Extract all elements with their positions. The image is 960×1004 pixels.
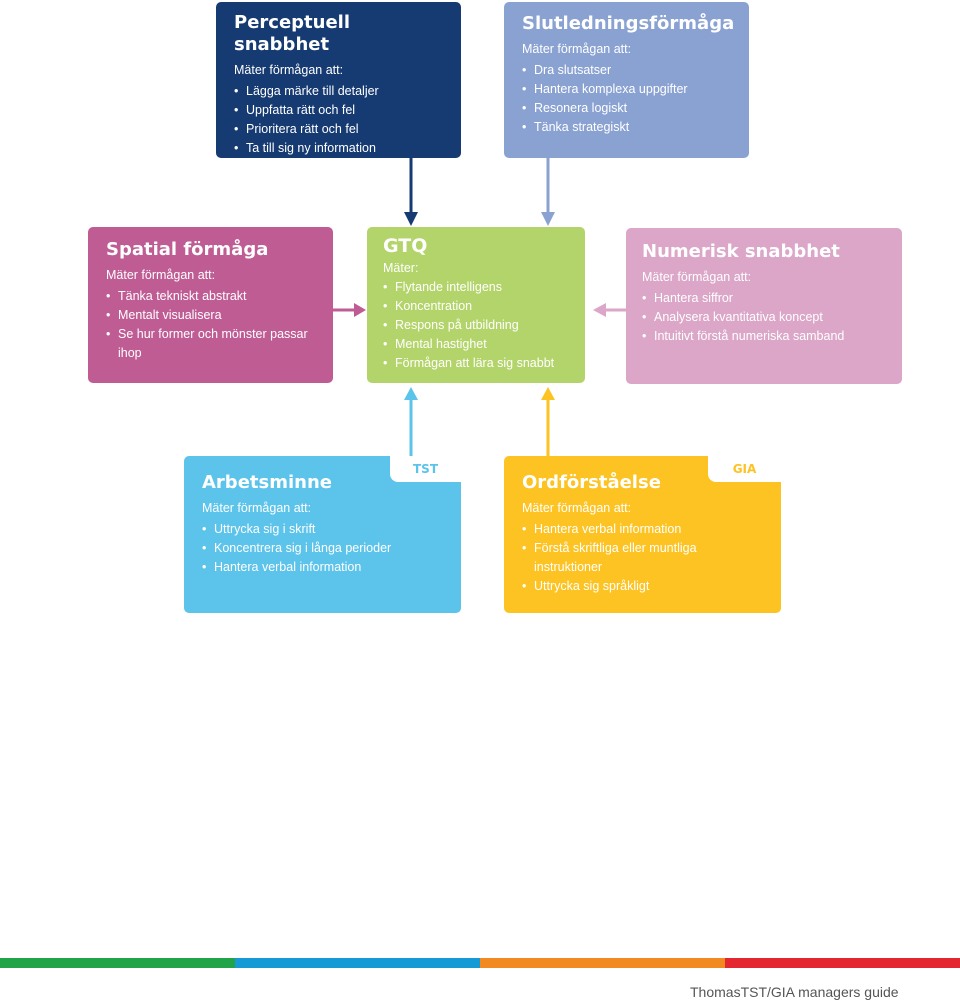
- list-item: Hantera siffror: [642, 289, 886, 308]
- box-list: Lägga märke till detaljerUppfatta rätt o…: [234, 82, 443, 158]
- list-item: Förstå skriftliga eller muntliga instruk…: [522, 539, 722, 577]
- box-subtitle: Mäter förmågan att:: [522, 501, 632, 515]
- box-subtitle: Mäter förmågan att:: [522, 42, 632, 56]
- box-title: Numerisk snabbhet: [642, 241, 840, 262]
- list-item: Hantera verbal information: [522, 520, 722, 539]
- list-item: Se hur former och mönster passar ihop: [106, 325, 315, 363]
- box-title: Spatial förmåga: [106, 239, 269, 260]
- footer-bar-orange: [480, 958, 725, 968]
- box-list: Hantera verbal informationFörstå skriftl…: [522, 520, 722, 596]
- tag-gia: GIA: [708, 456, 781, 482]
- footer-bar-red: [725, 958, 960, 968]
- list-item: Hantera komplexa uppgifter: [522, 80, 731, 99]
- list-item: Förmågan att lära sig snabbt: [383, 354, 569, 373]
- footer-title: ThomasTST/GIA managers guide: [690, 984, 899, 1000]
- list-item: Hantera verbal information: [202, 558, 443, 577]
- list-item: Prioritera rätt och fel: [234, 120, 443, 139]
- box-gtq: GTQ Mäter: Flytande intelligensKoncentra…: [367, 227, 585, 383]
- box-list: Tänka tekniskt abstraktMentalt visualise…: [106, 287, 315, 363]
- box-title: GTQ: [383, 235, 428, 257]
- box-list: Hantera siffrorAnalysera kvantitativa ko…: [642, 289, 886, 346]
- box-subtitle: Mäter förmågan att:: [234, 63, 344, 77]
- arrowhead-spatial: [354, 303, 366, 317]
- box-subtitle: Mäter:: [383, 261, 419, 275]
- box-subtitle: Mäter förmågan att:: [642, 270, 752, 284]
- box-slutledningsformaga: Slutledningsförmåga Mäter förmågan att: …: [504, 2, 749, 158]
- box-spatial-formaga: Spatial förmåga Mäter förmågan att: Tänk…: [88, 227, 333, 383]
- footer-bar-blue: [235, 958, 480, 968]
- list-item: Respons på utbildning: [383, 316, 569, 335]
- list-item: Uttrycka sig språkligt: [522, 577, 722, 596]
- list-item: Tänka strategiskt: [522, 118, 731, 137]
- box-list: Dra slutsatserHantera komplexa uppgifter…: [522, 61, 731, 137]
- arrowhead-arbetsminne: [404, 387, 418, 400]
- list-item: Ta till sig ny information: [234, 139, 443, 158]
- box-title: Slutledningsförmåga: [522, 13, 735, 34]
- list-item: Mental hastighet: [383, 335, 569, 354]
- list-item: Uppfatta rätt och fel: [234, 101, 443, 120]
- list-item: Uttrycka sig i skrift: [202, 520, 443, 539]
- arrowhead-ordforstaelse: [541, 387, 555, 400]
- box-title: Arbetsminne: [202, 472, 332, 493]
- box-ordforstaelse: GIA Ordförståelse Mäter förmågan att: Ha…: [504, 456, 781, 613]
- list-item: Lägga märke till detaljer: [234, 82, 443, 101]
- list-item: Dra slutsatser: [522, 61, 731, 80]
- list-item: Intuitivt förstå numeriska samband: [642, 327, 886, 346]
- box-numerisk-snabbhet: Numerisk snabbhet Mäter förmågan att: Ha…: [626, 228, 902, 384]
- list-item: Tänka tekniskt abstrakt: [106, 287, 315, 306]
- box-list: Uttrycka sig i skriftKoncentrera sig i l…: [202, 520, 443, 577]
- list-item: Mentalt visualisera: [106, 306, 315, 325]
- box-perceptuell-snabbhet: Perceptuell snabbhet Mäter förmågan att:…: [216, 2, 461, 158]
- tag-tst: TST: [390, 456, 461, 482]
- list-item: Flytande intelligens: [383, 278, 569, 297]
- box-subtitle: Mäter förmågan att:: [202, 501, 312, 515]
- arrowhead-perceptuell: [404, 212, 418, 226]
- list-item: Koncentrera sig i långa perioder: [202, 539, 443, 558]
- arrowhead-slutledning: [541, 212, 555, 226]
- arrowhead-numerisk: [593, 303, 606, 317]
- list-item: Koncentration: [383, 297, 569, 316]
- box-subtitle: Mäter förmågan att:: [106, 268, 216, 282]
- list-item: Analysera kvantitativa koncept: [642, 308, 886, 327]
- list-item: Resonera logiskt: [522, 99, 731, 118]
- footer-bar-green: [0, 958, 235, 968]
- box-title: Perceptuell snabbhet: [234, 12, 351, 55]
- box-list: Flytande intelligensKoncentrationRespons…: [383, 278, 569, 373]
- box-title: Ordförståelse: [522, 472, 661, 493]
- box-arbetsminne: TST Arbetsminne Mäter förmågan att: Uttr…: [184, 456, 461, 613]
